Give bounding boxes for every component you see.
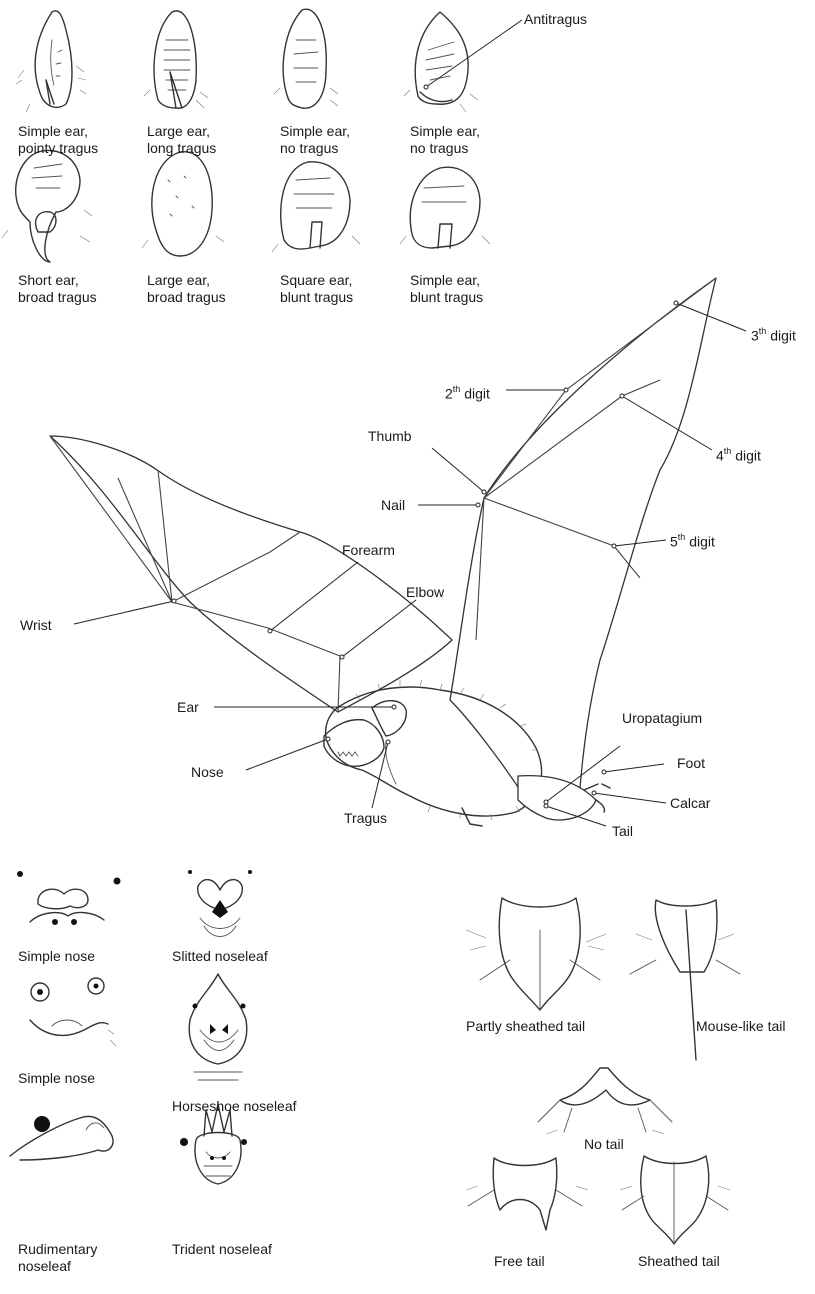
label-digit-5-rest: digit — [685, 534, 715, 550]
tail-illustration-3 — [538, 1068, 672, 1134]
label-wrist: Wrist — [20, 617, 52, 633]
nose-illustration-4 — [189, 974, 247, 1080]
label-digit-4-rest: digit — [731, 448, 761, 464]
label-digit-4: 4th digit — [716, 444, 761, 464]
label-forearm: Forearm — [342, 542, 395, 558]
label-elbow: Elbow — [406, 584, 444, 600]
tail-illustration-2 — [630, 900, 740, 1060]
label-nose: Nose — [191, 764, 224, 780]
nose-caption-6: Trident noseleaf — [172, 1241, 272, 1258]
tail-caption-2: Mouse-like tail — [696, 1018, 785, 1035]
tail-illustration-4 — [466, 1158, 588, 1230]
nose-illustration-1 — [17, 871, 121, 925]
nose-illustration-2 — [188, 870, 252, 937]
ear-illustration-3 — [274, 9, 338, 108]
label-thumb: Thumb — [368, 428, 412, 444]
nose-caption-3: Simple nose — [18, 1070, 95, 1087]
ear-caption-2: Large ear, long tragus — [147, 123, 216, 157]
label-digit-2-sup: th — [453, 384, 461, 394]
nose-illustration-6 — [180, 1104, 247, 1184]
ear-caption-8: Simple ear, blunt tragus — [410, 272, 483, 306]
label-digit-4-sup: th — [724, 446, 732, 456]
label-ear: Ear — [177, 699, 199, 715]
tail-illustration-1 — [466, 898, 606, 1010]
label-digit-2: 2th digit — [445, 382, 490, 402]
label-digit-5: 5th digit — [670, 530, 715, 550]
ear-caption-3: Simple ear, no tragus — [280, 123, 350, 157]
label-digit-2-rest: digit — [460, 386, 490, 402]
ear-illustration-4 — [404, 12, 478, 112]
ear-caption-6: Large ear, broad tragus — [147, 272, 226, 306]
label-digit-4-num: 4 — [716, 448, 724, 464]
ear-illustration-1 — [16, 11, 86, 112]
ear-caption-1: Simple ear, pointy tragus — [18, 123, 98, 157]
label-digit-5-num: 5 — [670, 534, 678, 550]
tail-caption-1: Partly sheathed tail — [466, 1018, 585, 1035]
tail-caption-4: Free tail — [494, 1253, 545, 1270]
nose-illustration-5 — [10, 1116, 113, 1160]
ear-illustration-8 — [400, 167, 490, 248]
label-digit-3-sup: th — [759, 326, 767, 336]
label-digit-5-sup: th — [678, 532, 686, 542]
label-digit-3-rest: digit — [766, 328, 796, 344]
nose-illustration-3 — [30, 978, 116, 1046]
nose-caption-2: Slitted noseleaf — [172, 948, 268, 965]
label-tail: Tail — [612, 823, 633, 839]
label-calcar: Calcar — [670, 795, 710, 811]
nose-caption-1: Simple nose — [18, 948, 95, 965]
label-foot: Foot — [677, 755, 705, 771]
nose-caption-5: Rudimentary noseleaf — [18, 1241, 97, 1275]
ear-caption-4: Simple ear, no tragus — [410, 123, 480, 157]
ear-illustration-7 — [272, 162, 360, 252]
label-digit-2-num: 2 — [445, 386, 453, 402]
tail-caption-3: No tail — [584, 1136, 624, 1153]
label-digit-3-num: 3 — [751, 328, 759, 344]
tail-caption-5: Sheathed tail — [638, 1253, 720, 1270]
ear-caption-7: Square ear, blunt tragus — [280, 272, 353, 306]
ear-illustration-2 — [144, 11, 208, 108]
ear-caption-5: Short ear, broad tragus — [18, 272, 97, 306]
nose-caption-4: Horseshoe noseleaf — [172, 1098, 297, 1115]
label-uropatagium: Uropatagium — [622, 710, 702, 726]
label-tragus: Tragus — [344, 810, 387, 826]
label-antitragus: Antitragus — [524, 11, 587, 27]
ear-illustration-6 — [142, 152, 224, 256]
tail-illustration-5 — [620, 1156, 730, 1244]
ear-illustration-5 — [2, 150, 92, 262]
label-digit-3: 3th digit — [751, 324, 796, 344]
label-nail: Nail — [381, 497, 405, 513]
